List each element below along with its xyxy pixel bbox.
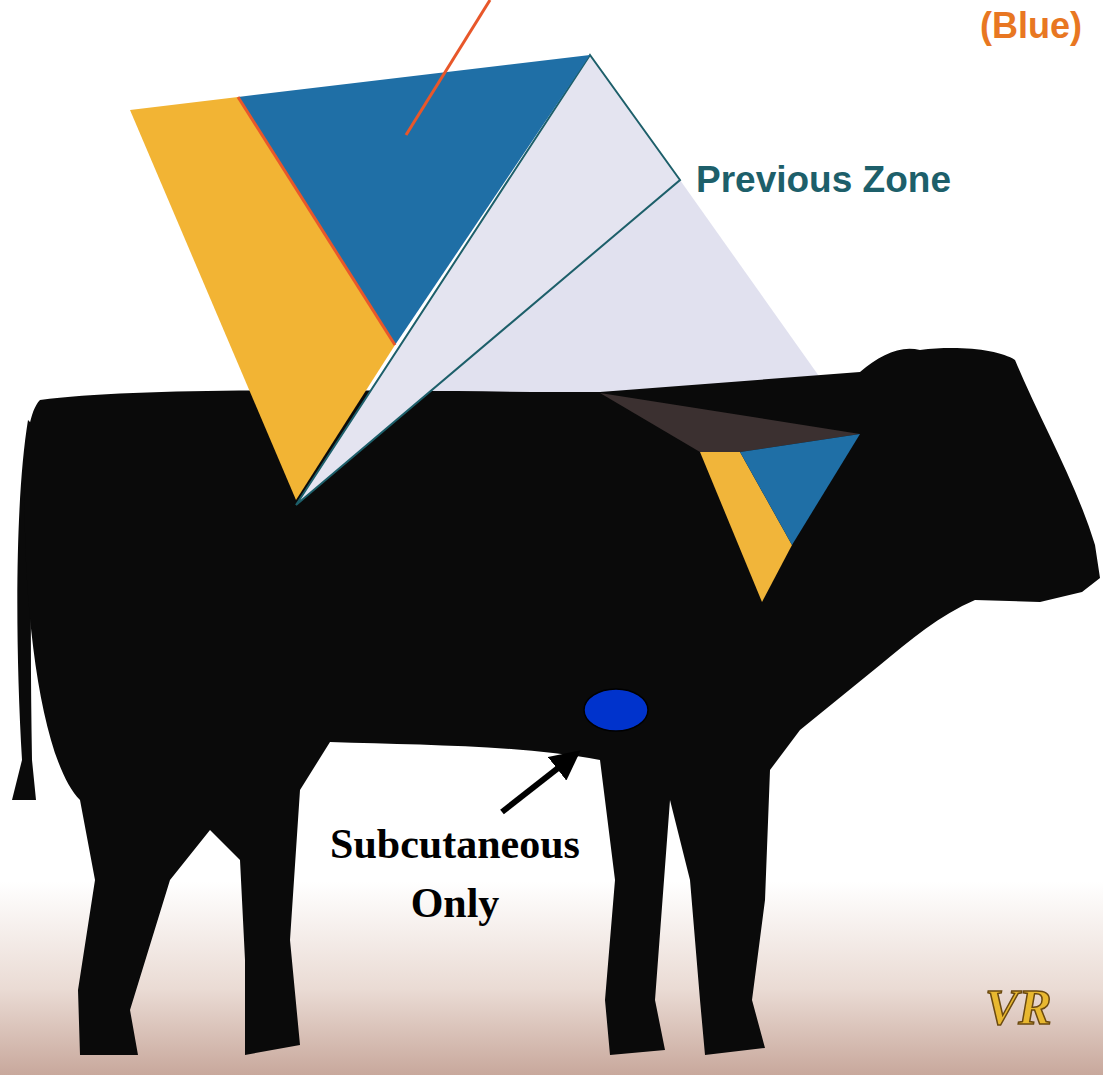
zone-divider bbox=[238, 97, 395, 345]
zone-label: Previous Zone bbox=[696, 158, 951, 202]
logo-watermark: VR bbox=[985, 980, 1052, 1035]
neck-blue-zone bbox=[740, 434, 860, 545]
leader-line bbox=[406, 0, 490, 135]
pointer-arrow bbox=[502, 754, 576, 812]
zone-color-label: (Blue) bbox=[980, 4, 1082, 47]
cow-silhouette bbox=[25, 348, 1100, 1055]
injection-spot bbox=[584, 689, 648, 731]
blue-zone bbox=[238, 55, 590, 345]
note-label: Subcutaneous Only bbox=[290, 815, 620, 933]
